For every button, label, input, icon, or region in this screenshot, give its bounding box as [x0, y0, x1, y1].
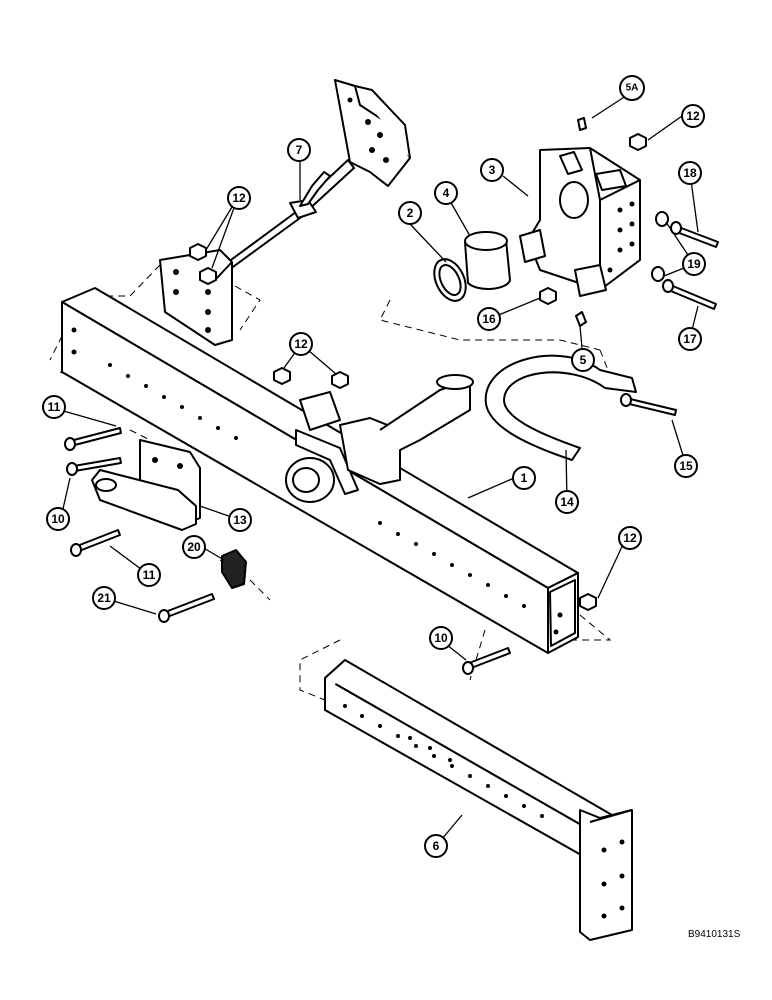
- clevis-part-13: [91, 439, 201, 531]
- callout-15: 15: [674, 454, 698, 478]
- callout-14: 14: [555, 490, 579, 514]
- callout-13: 13: [228, 508, 252, 532]
- callout-label: 17: [683, 332, 697, 346]
- callout-label: 12: [232, 191, 246, 205]
- bushing-part-4: [464, 231, 511, 290]
- callout-4: 4: [434, 181, 458, 205]
- callout-label: 16: [482, 312, 496, 326]
- callout-label: 12: [294, 337, 308, 351]
- callout-label: 4: [443, 186, 450, 200]
- callout-label: 15: [679, 459, 693, 473]
- callout-11-lower: 11: [137, 563, 161, 587]
- callout-10-left: 10: [46, 507, 70, 531]
- callout-label: 10: [434, 631, 448, 645]
- callout-21: 21: [92, 586, 116, 610]
- callout-12-jack: 12: [227, 186, 251, 210]
- beam-holes: [108, 363, 526, 608]
- callout-label: 18: [683, 166, 697, 180]
- callout-label: 5A: [626, 83, 639, 94]
- callout-7: 7: [287, 138, 311, 162]
- callout-6: 6: [424, 834, 448, 858]
- callout-label: 10: [51, 512, 65, 526]
- callout-label: 5: [580, 353, 587, 367]
- callout-label: 12: [623, 531, 637, 545]
- callout-label: 14: [560, 495, 574, 509]
- callout-10-right: 10: [429, 626, 453, 650]
- callout-17: 17: [678, 327, 702, 351]
- figure-id: B9410131S: [688, 929, 741, 940]
- callout-5: 5: [571, 348, 595, 372]
- callout-20: 20: [182, 535, 206, 559]
- ring-part-2: [433, 258, 467, 302]
- callout-label: 21: [97, 591, 111, 605]
- callout-label: 13: [233, 513, 247, 527]
- callout-label: 3: [489, 163, 496, 177]
- callout-12-right: 12: [618, 526, 642, 550]
- callout-11-upper: 11: [42, 395, 66, 419]
- callout-label: 11: [143, 568, 156, 582]
- callout-16: 16: [477, 307, 501, 331]
- callout-18: 18: [678, 161, 702, 185]
- callout-1: 1: [512, 466, 536, 490]
- callout-label: 19: [687, 257, 701, 271]
- callout-5a: 5A: [619, 75, 645, 101]
- support-block-part-3: [519, 147, 641, 297]
- drawbar-jack-part-7: [159, 79, 411, 346]
- callout-label: 1: [521, 471, 528, 485]
- callout-label: 6: [433, 839, 440, 853]
- extension-tube-part-6: [324, 659, 633, 941]
- callout-label: 7: [296, 143, 303, 157]
- callout-label: 20: [187, 540, 201, 554]
- u-strap-part-14: [484, 354, 637, 461]
- hitch-beam-part-1: [61, 287, 579, 654]
- callout-label: 2: [407, 206, 414, 220]
- hardware: [64, 117, 719, 675]
- callout-12-block: 12: [681, 104, 705, 128]
- callout-19: 19: [682, 252, 706, 276]
- callout-label: 11: [48, 400, 61, 414]
- callout-12-beam: 12: [289, 332, 313, 356]
- callout-2: 2: [398, 201, 422, 225]
- callout-label: 12: [686, 109, 700, 123]
- callout-3: 3: [480, 158, 504, 182]
